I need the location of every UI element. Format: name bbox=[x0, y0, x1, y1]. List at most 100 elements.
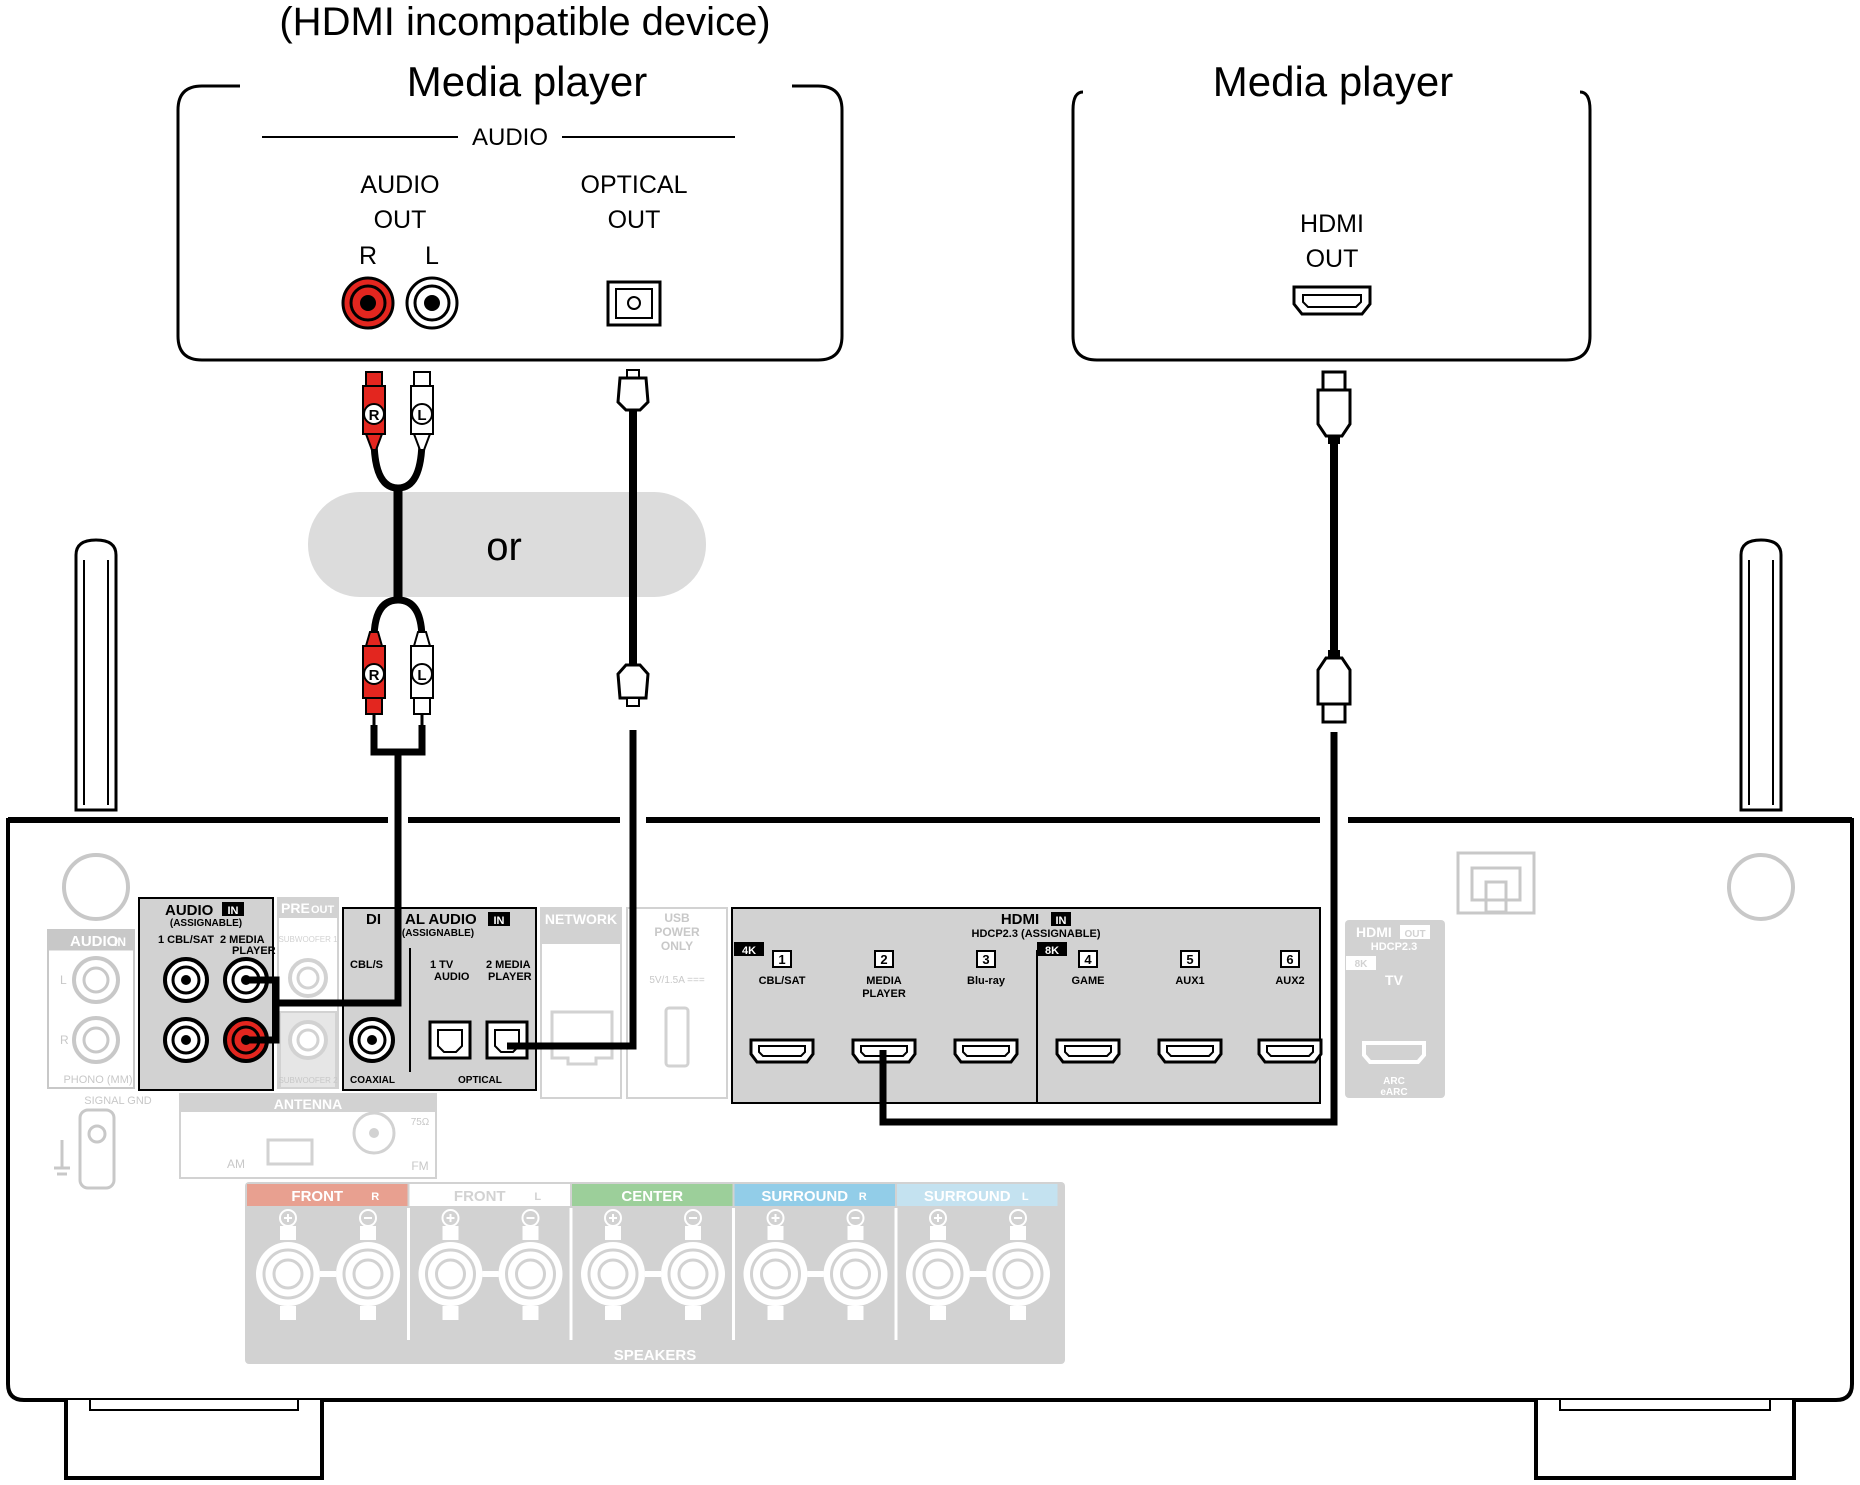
antenna-base-right bbox=[1727, 853, 1795, 921]
hdmi-in-ports: 1CBL/SAT2MEDIAPLAYER3Blu-ray4GAME5AUX16A… bbox=[749, 950, 1323, 1064]
hdmi-in-number-box bbox=[976, 950, 996, 968]
audio-section-label: AUDIO bbox=[472, 124, 548, 151]
digital-audio-sub: (ASSIGNABLE) bbox=[402, 928, 474, 939]
hdmi-in-number: 1 bbox=[778, 952, 785, 967]
speaker-terminal-plus bbox=[581, 1209, 645, 1320]
audio-in-input2b: PLAYER bbox=[232, 945, 276, 957]
speaker-terminal-minus bbox=[986, 1209, 1050, 1320]
hdmi-out-tv: TV bbox=[1385, 972, 1404, 988]
usb-panel: USB POWER ONLY 5V/1.5A === bbox=[626, 907, 728, 1099]
hdmi-in-number-box bbox=[772, 950, 792, 968]
speakers-label: SPEAKERS bbox=[614, 1347, 697, 1364]
phono-badge: IN bbox=[114, 935, 126, 949]
rca-plug-l-lower-label: L bbox=[417, 667, 426, 684]
hdmi-in-number: 5 bbox=[1186, 952, 1193, 967]
receiver: AUDIO IN L R PHONO (MM) SIGNAL GND AUDIO… bbox=[6, 538, 1854, 1480]
rca-plug-l-upper: L bbox=[410, 371, 434, 451]
speaker-group-header bbox=[572, 1184, 733, 1206]
speaker-terminal-plus bbox=[906, 1209, 970, 1320]
rca-r-route bbox=[246, 1003, 280, 1044]
usb-power: 5V/1.5A === bbox=[649, 975, 704, 986]
optical-plug-upper bbox=[616, 369, 650, 412]
preout-sub2: SUBWOOFER 2 bbox=[278, 1076, 338, 1085]
hdmi-in-label: MEDIA bbox=[866, 975, 902, 987]
speaker-terminal-minus bbox=[336, 1209, 400, 1320]
hdmi-in-number: 3 bbox=[982, 952, 989, 967]
hdmi-out-8k-badge: 8K bbox=[1355, 959, 1369, 970]
hdmi-out-title: HDMI bbox=[1356, 924, 1392, 940]
rca-plug-l-upper-label: L bbox=[417, 407, 426, 424]
hdmi-in-number: 6 bbox=[1286, 952, 1293, 967]
speaker-terminal-plus bbox=[418, 1209, 483, 1320]
hdmi-in-number: 4 bbox=[1084, 952, 1092, 967]
hdmi-in-number-box bbox=[1280, 950, 1300, 968]
hdmi-out-sub: HDCP2.3 bbox=[1371, 941, 1417, 953]
optical-cable-lower bbox=[507, 730, 637, 1050]
hdmi-in-sub: HDCP2.3 (ASSIGNABLE) bbox=[972, 928, 1101, 940]
hdmi-in-number-box bbox=[1180, 950, 1200, 968]
digital-audio-in2b: PLAYER bbox=[488, 971, 532, 983]
rca-cable-upper-split bbox=[370, 437, 426, 492]
hdmi-in-label: AUX2 bbox=[1275, 975, 1304, 987]
audio-in-sub: (ASSIGNABLE) bbox=[170, 918, 242, 929]
digital-audio-cbl: CBL/S bbox=[350, 959, 383, 971]
hdmi-in-title: HDMI bbox=[1001, 911, 1039, 928]
hdmi-out-label-2: OUT bbox=[1306, 245, 1359, 273]
audio-in-badge: IN bbox=[228, 905, 239, 917]
optical-plug-lower bbox=[616, 663, 650, 707]
foot-left bbox=[64, 1400, 324, 1480]
left-device-subtitle: (HDMI incompatible device) bbox=[279, 0, 770, 44]
left-media-player: (HDMI incompatible device) Media player … bbox=[176, 0, 844, 362]
usb-line1: USB bbox=[664, 911, 690, 925]
hdmi-in-label-2: PLAYER bbox=[862, 988, 906, 1000]
hdmi-plug-upper bbox=[1316, 370, 1352, 444]
antenna-title: ANTENNA bbox=[274, 1096, 342, 1112]
hdmi-in-number-box bbox=[1078, 950, 1098, 968]
audio-in-jack-1l bbox=[163, 957, 209, 1003]
rca-plug-l-lower: L bbox=[410, 631, 434, 726]
phono-label: PHONO (MM) bbox=[63, 1074, 132, 1086]
speaker-group-name: SURROUND bbox=[924, 1188, 1011, 1205]
hdmi-in-panel: HDMI IN HDCP2.3 (ASSIGNABLE) 4K 8K 1CBL/… bbox=[731, 907, 1323, 1104]
hdmi-in-label: GAME bbox=[1072, 975, 1105, 987]
hdmi-in-socket-inner bbox=[758, 1045, 806, 1057]
preout-badge: OUT bbox=[311, 904, 335, 916]
audio-out-label-1: AUDIO bbox=[360, 171, 439, 199]
speaker-group-name: FRONT bbox=[291, 1188, 343, 1205]
hdmi-in-label: AUX1 bbox=[1175, 975, 1204, 987]
digital-audio-title-left: DI bbox=[366, 911, 381, 928]
hdmi-out-earc: eARC bbox=[1380, 1087, 1407, 1098]
hdmi-in-label: Blu-ray bbox=[967, 975, 1006, 987]
antenna-right bbox=[1739, 538, 1783, 812]
antenna-fm: FM bbox=[411, 1159, 428, 1173]
hdmi-out-label-1: HDMI bbox=[1300, 210, 1364, 238]
hdmi-in-8k-badge: 8K bbox=[1045, 945, 1059, 957]
audio-out-label-2: OUT bbox=[374, 206, 427, 234]
audio-in-title: AUDIO bbox=[165, 902, 214, 919]
digital-audio-in1a: 1 TV bbox=[430, 959, 454, 971]
audio-in-input2: 2 MEDIA bbox=[220, 934, 265, 946]
rca-plug-r-lower-label: R bbox=[369, 667, 380, 684]
hdmi-plug-lower bbox=[1316, 650, 1352, 724]
hdmi-in-label: CBL/SAT bbox=[759, 975, 806, 987]
hdmi-out-badge: OUT bbox=[1404, 929, 1425, 940]
hdmi-in-socket-inner bbox=[962, 1045, 1010, 1057]
optical-jack bbox=[606, 280, 662, 327]
speaker-group-name: SURROUND bbox=[761, 1188, 848, 1205]
hdmi-out-arc: ARC bbox=[1383, 1076, 1405, 1087]
rca-jack-r bbox=[341, 276, 395, 330]
usb-line2: POWER bbox=[654, 925, 700, 939]
audio-out-l-label: L bbox=[425, 242, 439, 270]
rca-plug-r-upper: R bbox=[362, 371, 386, 451]
audio-in-jack-1r bbox=[163, 1017, 209, 1063]
antenna-terminal-panel: ANTENNA AM FM 75Ω bbox=[179, 1093, 437, 1179]
plugs: R L R L bbox=[362, 369, 1352, 726]
speaker-group-side: L bbox=[534, 1191, 541, 1203]
optical-out-label-1: OPTICAL bbox=[581, 171, 688, 199]
